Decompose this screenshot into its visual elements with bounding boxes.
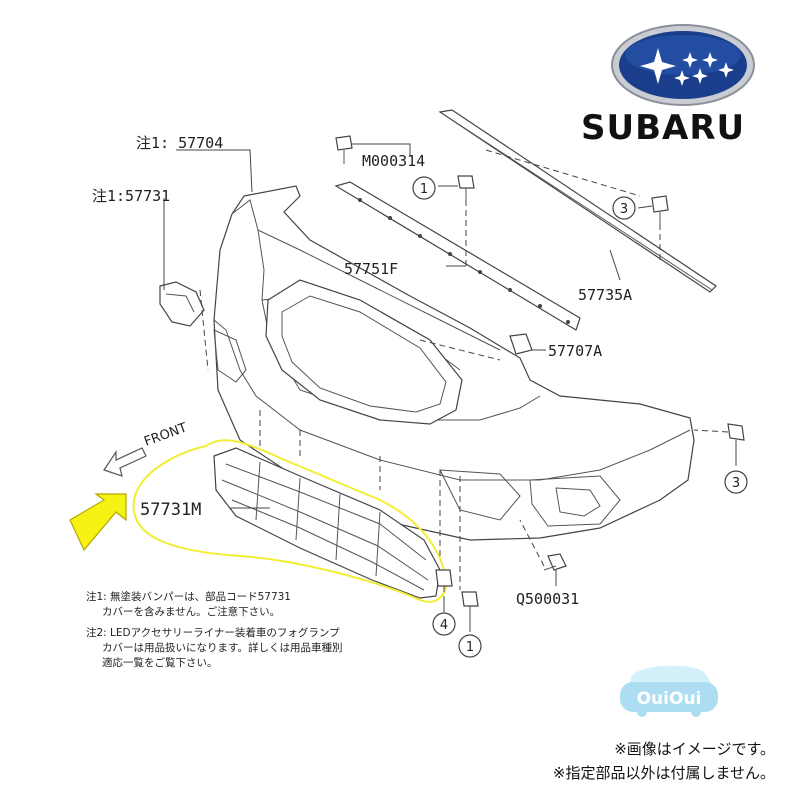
callout-3-top: 3 (612, 196, 636, 220)
clip-3-top (651, 195, 669, 224)
subaru-logo: SUBARU (581, 24, 755, 148)
callout-3-right: 3 (724, 470, 748, 494)
upper-bar-57751F (334, 181, 581, 331)
front-bumper (213, 185, 695, 541)
disclaimer-line-1: ※画像はイメージです。 (614, 740, 775, 758)
leader-lines (163, 143, 737, 632)
bracket-57707A (509, 333, 533, 355)
pointer-arrow (69, 493, 127, 552)
clip-1-bottom (461, 591, 479, 607)
brand-name: SUBARU (581, 108, 745, 148)
clip-3-right (727, 423, 745, 441)
callout-1-top: 1 (412, 176, 436, 200)
svg-text:1: 1 (420, 182, 428, 197)
notes: 注1: 無塗装バンパーは、部品コード57731 カバーを含みません。ご注意下さい… (86, 590, 342, 669)
front-direction-indicator: FRONT (103, 420, 189, 477)
disclaimer-line-2: ※指定部品以外は付属しません。 (553, 764, 775, 782)
svg-text:1: 1 (466, 640, 474, 655)
note-2-line-3: 適応一覧をご覧下さい。 (102, 656, 218, 669)
svg-text:3: 3 (732, 476, 740, 491)
label-57735A: 57735A (578, 286, 632, 304)
note-1-line-2: カバーを含みません。ご注意下さい。 (102, 605, 280, 618)
highlight-outline (132, 439, 448, 603)
callout-4: 4 (432, 612, 456, 636)
clip-1-top (457, 175, 475, 200)
svg-text:3: 3 (620, 202, 628, 217)
note-2-line-1: 注2: LEDアクセサリーライナー装着車のフォグランプ (86, 626, 340, 639)
note-2-line-2: カバーは用品扱いになります。詳しくは用品車種別 (102, 641, 342, 654)
screw-Q500031 (543, 553, 567, 571)
molding-57735A (438, 109, 717, 293)
svg-text:4: 4 (440, 618, 448, 633)
label-57704: 注1: 57704 (136, 134, 223, 152)
label-57751F: 57751F (344, 260, 398, 278)
label-57707A: 57707A (548, 342, 602, 360)
clip-4 (435, 569, 453, 587)
lower-grille-57731M (213, 447, 441, 599)
watermark-text: OuiOui (637, 689, 702, 709)
side-cover-57731 (159, 281, 205, 327)
label-M000314: M000314 (362, 152, 425, 170)
ouioui-watermark-logo: OuiOui (620, 665, 718, 717)
label-57731M: 57731M (140, 500, 201, 520)
front-label: FRONT (142, 420, 189, 449)
label-57731: 注1:57731 (92, 187, 170, 205)
label-Q500031: Q500031 (516, 590, 579, 608)
note-1-line-1: 注1: 無塗装バンパーは、部品コード57731 (86, 590, 291, 603)
callout-1-bottom: 1 (458, 634, 482, 658)
bolt-M000314 (335, 135, 353, 164)
